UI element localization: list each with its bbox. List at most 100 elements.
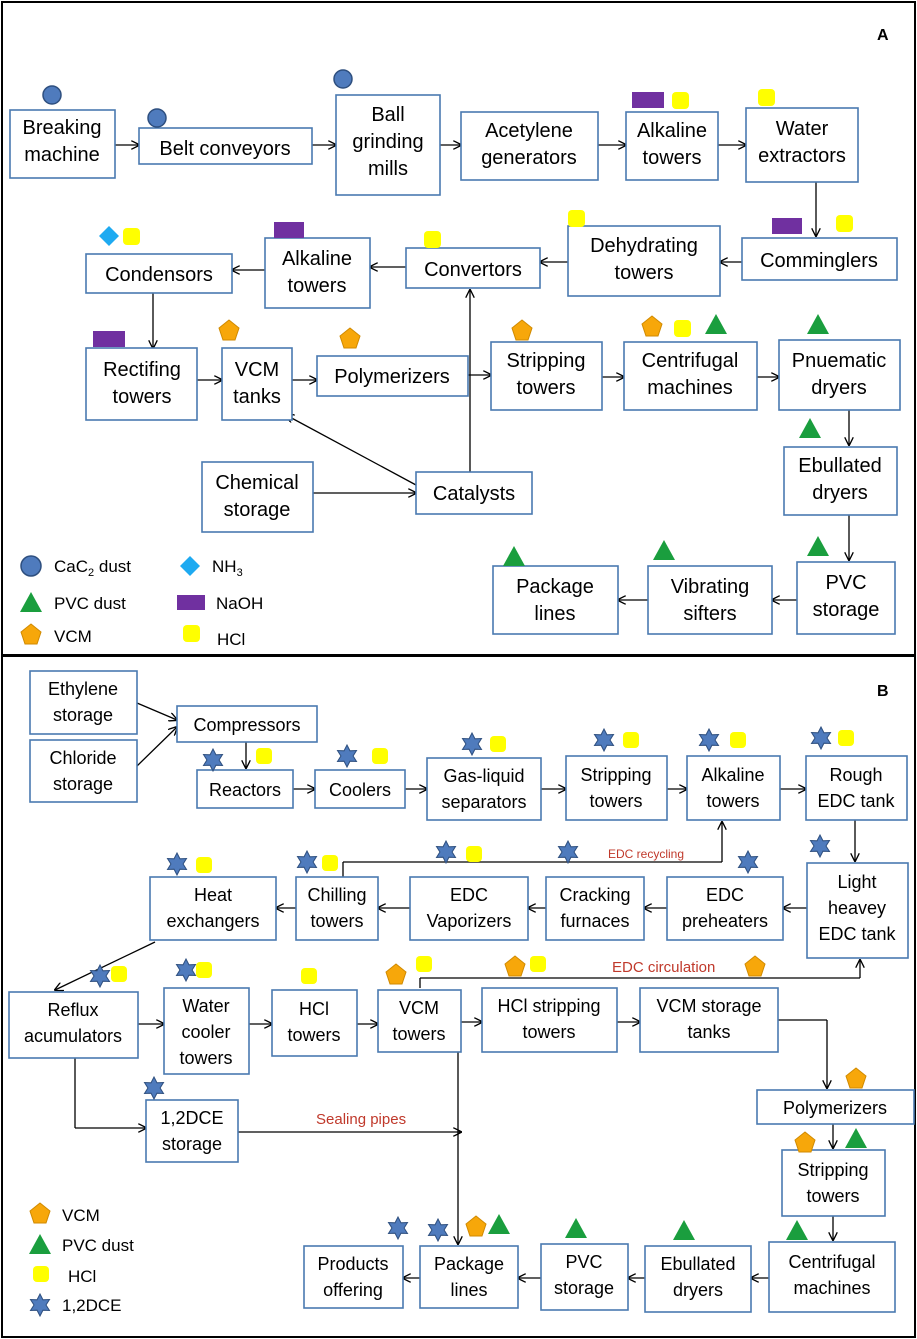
dce-marker xyxy=(810,725,832,751)
dce-marker xyxy=(387,1215,409,1241)
dce-marker xyxy=(89,963,111,989)
node-convertors xyxy=(405,247,541,289)
node-centrifugal-machines-b xyxy=(768,1241,896,1313)
dce-marker xyxy=(175,957,197,983)
hcl-marker xyxy=(623,732,639,748)
panel-a-label: A xyxy=(877,27,889,44)
legend-cac2-icon xyxy=(20,555,42,577)
panel-b-label: B xyxy=(877,683,889,700)
dce-marker xyxy=(593,727,615,753)
node-comminglers xyxy=(741,237,898,281)
legend-naoh-label: NaOH xyxy=(216,594,263,613)
node-centrifugal-machines-a xyxy=(623,341,758,411)
vcm-marker xyxy=(845,1067,867,1089)
node-coolers xyxy=(314,769,406,809)
node-edc-vaporizers xyxy=(409,876,529,941)
dce-marker xyxy=(336,743,358,769)
hcl-marker xyxy=(196,962,212,978)
node-compressors-label: Compressors xyxy=(193,715,300,735)
panel-b-legend: VCM PVC dust HCl 1,2DCE xyxy=(29,1202,134,1318)
node-rough-edc-tank xyxy=(805,755,908,821)
legend-pvc-label: PVC dust xyxy=(62,1236,134,1255)
naoh-marker xyxy=(93,331,125,347)
node-polymerizers-a xyxy=(316,355,469,397)
legend-vcm-icon xyxy=(20,623,42,645)
node-alkaline-towers-1 xyxy=(625,111,719,181)
node-belt-conveyors xyxy=(138,127,313,165)
vcm-marker xyxy=(465,1215,487,1237)
hcl-marker xyxy=(111,966,127,982)
dce-marker xyxy=(166,851,188,877)
node-belt-conveyors-label: Belt conveyors xyxy=(159,138,290,160)
node-hcl-towers xyxy=(271,989,358,1057)
legend-nh3-icon xyxy=(180,556,200,576)
node-reactors-label: Reactors xyxy=(209,780,281,800)
vcm-marker xyxy=(794,1131,816,1153)
naoh-marker xyxy=(632,92,664,108)
hcl-marker xyxy=(838,730,854,746)
hcl-marker xyxy=(674,320,691,337)
node-dehydrating-towers xyxy=(567,225,721,297)
naoh-marker xyxy=(772,218,802,234)
dce-marker xyxy=(296,849,318,875)
hcl-marker xyxy=(424,231,441,248)
hcl-marker xyxy=(256,748,272,764)
node-chemical-storage xyxy=(201,461,314,533)
panel-a xyxy=(1,1,916,656)
cac2-dust-marker xyxy=(147,108,167,128)
node-rectifying-towers xyxy=(85,347,198,421)
node-products-offering xyxy=(303,1245,404,1309)
vcm-marker xyxy=(218,319,240,341)
legend-dce-icon xyxy=(29,1292,51,1318)
pvc-dust-marker xyxy=(565,1218,587,1238)
dce-marker xyxy=(202,747,224,773)
node-stripping-towers-b2 xyxy=(781,1149,886,1217)
node-ethylene-storage xyxy=(29,670,138,735)
legend-naoh-icon xyxy=(177,595,205,610)
node-package-lines-b xyxy=(419,1245,519,1309)
dce-marker xyxy=(461,731,483,757)
vcm-marker xyxy=(511,319,533,341)
hcl-marker xyxy=(466,846,482,862)
legend-pvc-icon xyxy=(29,1234,51,1254)
node-pvc-storage-a xyxy=(796,561,896,635)
pvc-dust-marker xyxy=(705,314,727,334)
node-light-heavy-edc-tank xyxy=(806,862,909,959)
dce-marker xyxy=(737,849,759,875)
node-ball-grinding-mills xyxy=(335,94,441,196)
node-stripping-towers-a xyxy=(490,341,603,411)
legend-hcl-label: HCl xyxy=(68,1267,96,1286)
legend-hcl-icon xyxy=(183,625,200,642)
node-vcm-tanks xyxy=(221,347,293,421)
panel-a-connectors xyxy=(115,145,849,600)
node-water-cooler-towers xyxy=(163,987,250,1075)
node-pneumatic-dryers xyxy=(778,339,901,411)
dce-marker xyxy=(698,727,720,753)
node-package-lines-a xyxy=(492,565,619,635)
node-convertors-label: Convertors xyxy=(424,259,522,281)
hcl-marker xyxy=(301,968,317,984)
dce-marker xyxy=(435,839,457,865)
